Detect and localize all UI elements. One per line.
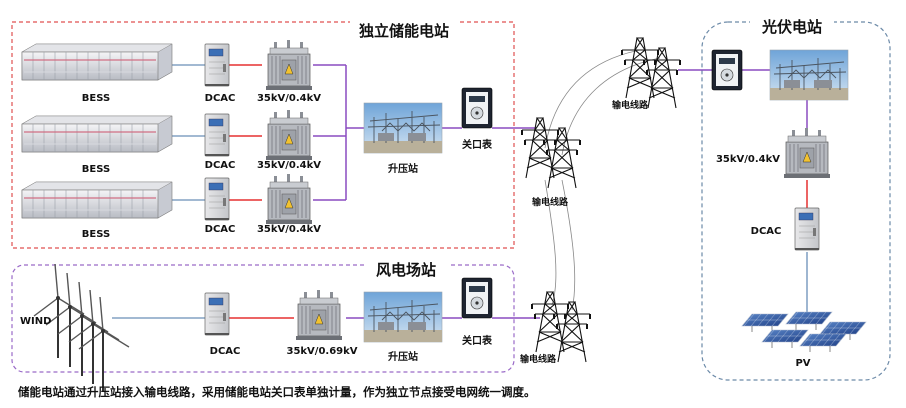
storage-meter-label: 关口表 xyxy=(462,138,493,151)
transformer-label-3: 35kV/0.4kV xyxy=(257,224,321,235)
wind-meter-label: 关口表 xyxy=(462,334,493,347)
bess-label-2: BESS xyxy=(82,164,110,175)
transformer-label-1: 35kV/0.4kV xyxy=(257,93,321,104)
pv-dcac-cabinet xyxy=(794,207,820,251)
bess-rack-2 xyxy=(21,115,173,153)
dcac-label-2: DCAC xyxy=(205,160,236,171)
wind-station-frame xyxy=(11,264,515,373)
pv-station-frame xyxy=(701,21,891,381)
wind-substation-label: 升压站 xyxy=(388,350,418,363)
dcac-transformer-links xyxy=(229,64,262,201)
pv-station-title: 光伏电站 xyxy=(761,18,822,36)
transformer-label-2: 35kV/0.4kV xyxy=(257,160,321,171)
pv-substation xyxy=(769,49,849,101)
dcac-cabinet-2 xyxy=(204,113,230,157)
wind-transformer-label: 35kV/0.69kV xyxy=(286,346,357,357)
bess-dcac-links xyxy=(172,64,205,201)
wind-meter xyxy=(461,277,493,319)
dcac-cabinet-3 xyxy=(204,177,230,221)
pv-dcac-label: DCAC xyxy=(751,226,782,237)
storage-bus xyxy=(313,64,536,201)
pv-transformer xyxy=(783,127,831,179)
pv-transformer-label: 35kV/0.4kV xyxy=(716,154,780,165)
transmission-wires xyxy=(544,49,661,311)
bess-label-3: BESS xyxy=(82,229,110,240)
storage-station-title: 独立储能电站 xyxy=(359,22,449,40)
wind-substation xyxy=(363,291,443,343)
wind-transformer xyxy=(295,289,343,341)
pv-label: PV xyxy=(795,358,810,369)
storage-meter xyxy=(461,87,493,129)
bess-rack-3 xyxy=(21,181,173,219)
pv-panels xyxy=(741,311,867,353)
transformer-1 xyxy=(265,39,313,91)
line-label-top: 输电线路 xyxy=(612,99,649,111)
wind-dcac-cabinet xyxy=(204,292,230,336)
transformer-3 xyxy=(265,173,313,225)
bess-label-1: BESS xyxy=(82,93,110,104)
dcac-label-1: DCAC xyxy=(205,93,236,104)
wind-dcac-label: DCAC xyxy=(210,346,241,357)
wind-station-title: 风电场站 xyxy=(376,261,436,279)
line-label-bottom: 输电线路 xyxy=(520,353,557,365)
pv-meter xyxy=(711,49,743,91)
diagram-caption: 储能电站通过升压站接入输电线路，采用储能电站关口表单独计量，作为独立节点接受电网… xyxy=(18,385,536,399)
bess-rack-1 xyxy=(21,43,173,81)
wind-label: WIND xyxy=(20,316,51,327)
storage-substation-label: 升压站 xyxy=(388,162,418,175)
storage-substation xyxy=(363,102,443,154)
transformer-2 xyxy=(265,109,313,161)
line-label-mid: 输电线路 xyxy=(532,196,569,208)
dcac-label-3: DCAC xyxy=(205,224,236,235)
dcac-cabinet-1 xyxy=(204,43,230,87)
